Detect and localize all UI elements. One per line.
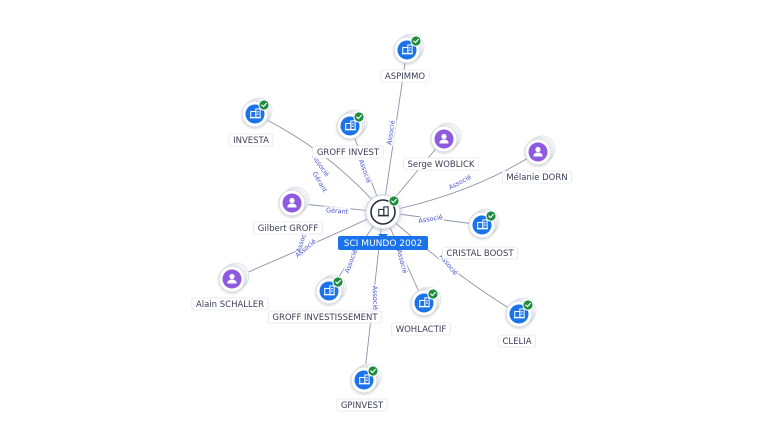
node-label-text: GROFF INVEST: [317, 148, 380, 158]
edge-label-bg: [356, 157, 374, 185]
node-groff-invest[interactable]: GROFF INVEST: [312, 109, 384, 159]
building-icon: [377, 206, 389, 217]
node-aspimmo[interactable]: ASPIMMO: [380, 33, 430, 83]
node-alain-schaller[interactable]: Alain SCHALLER: [191, 262, 269, 311]
node-label-text: Alain SCHALLER: [196, 300, 264, 310]
edge-label-groff-investissement: Associé: [343, 248, 359, 274]
edge-label-bg: [323, 206, 351, 216]
node-label-bg: [380, 69, 430, 83]
node-label-text: Serge WOBLICK: [408, 160, 475, 170]
edge-label-cristal-boost: Associé: [418, 213, 444, 225]
node-label-aspimmo[interactable]: ASPIMMO: [380, 69, 430, 83]
edge-label-gpinvest: Associé: [371, 286, 380, 311]
edge-label-bg: [417, 212, 445, 226]
verified-check-icon: [522, 299, 534, 311]
node-cristal-boost[interactable]: CRISTAL BOOST: [442, 208, 518, 260]
node-label-text: GPINVEST: [341, 401, 384, 411]
edge-label-bg: [446, 172, 474, 192]
node-label-text: Gilbert GROFF: [258, 224, 319, 234]
edge-label-bg: [370, 284, 380, 312]
verified-check-icon: [410, 35, 422, 47]
edge-label-groff-invest: Associé: [357, 158, 373, 184]
node-label-bg: [267, 310, 383, 324]
node-label-bg: [336, 398, 388, 412]
node-label-gpinvest[interactable]: GPINVEST: [336, 398, 388, 412]
node-label-bg: [442, 246, 518, 260]
node-label-bg: [403, 157, 479, 171]
node-melanie-dorn[interactable]: Mélanie DORN: [501, 135, 573, 184]
verified-check-icon: [388, 195, 400, 207]
verified-check-icon: [367, 365, 379, 377]
node-label-groff-investissement[interactable]: GROFF INVESTISSEMENT: [267, 310, 383, 324]
node-label-cristal-boost[interactable]: CRISTAL BOOST: [442, 246, 518, 260]
building-icon: [344, 120, 356, 131]
node-label-serge-woblick[interactable]: Serge WOBLICK: [403, 157, 479, 171]
edge-label-aspimmo: Associé: [385, 120, 396, 145]
node-groff-investissement[interactable]: GROFF INVESTISSEMENT: [267, 274, 383, 324]
node-clelia[interactable]: CLELIA: [498, 297, 537, 348]
node-label-text: INVESTA: [233, 136, 269, 146]
edge-label-bg: [342, 247, 360, 275]
node-label-alain-schaller[interactable]: Alain SCHALLER: [191, 297, 269, 311]
node-label-melanie-dorn[interactable]: Mélanie DORN: [501, 170, 573, 184]
node-label-groff-invest[interactable]: GROFF INVEST: [312, 145, 384, 159]
person-icon: [227, 273, 237, 284]
node-label-bg: [228, 133, 274, 147]
verified-check-icon: [258, 99, 270, 111]
node-label-bg: [191, 297, 269, 311]
person-icon: [533, 146, 543, 157]
center-label[interactable]: SCI MUNDO 2002: [338, 236, 428, 250]
center-label-bg: [338, 236, 428, 250]
person-icon: [439, 133, 449, 144]
verified-check-icon: [332, 276, 344, 288]
node-label-bg: [253, 221, 323, 235]
node-gilbert-groff[interactable]: Gilbert GROFF: [253, 186, 323, 235]
node-label-text: Mélanie DORN: [506, 172, 567, 183]
node-label-text: ASPIMMO: [385, 72, 426, 82]
center-label-text: SCI MUNDO 2002: [344, 239, 422, 249]
verified-check-icon: [427, 288, 439, 300]
building-icon: [323, 285, 335, 296]
verified-check-icon: [353, 111, 365, 123]
building-icon: [358, 374, 370, 385]
building-icon: [418, 297, 430, 308]
edge-label-bg: [293, 237, 319, 260]
building-icon: [249, 108, 261, 119]
node-label-text: GROFF INVESTISSEMENT: [272, 313, 378, 323]
node-label-text: CLELIA: [502, 337, 531, 347]
person-icon: [287, 197, 297, 208]
node-label-bg: [391, 322, 451, 336]
edge-label-melanie-dorn: Associé: [447, 173, 472, 192]
node-label-bg: [501, 170, 573, 184]
building-icon: [401, 44, 413, 55]
node-label-bg: [498, 334, 536, 348]
node-serge-woblick[interactable]: Serge WOBLICK: [403, 122, 479, 171]
node-label-investa[interactable]: INVESTA: [228, 133, 274, 147]
edge-label-bg: [385, 119, 397, 147]
center-node[interactable]: SCI MUNDO 2002: [338, 186, 428, 250]
edge-label-bg: [394, 247, 410, 276]
node-label-text: WOHLACTIF: [396, 325, 447, 335]
building-icon: [513, 308, 525, 319]
node-wohlactif[interactable]: WOHLACTIF: [391, 286, 451, 336]
node-label-clelia[interactable]: CLELIA: [498, 334, 536, 348]
edge-label-gilbert-groff: Gérant: [326, 206, 349, 216]
node-label-text: CRISTAL BOOST: [446, 249, 514, 259]
building-icon: [476, 219, 488, 230]
node-label-wohlactif[interactable]: WOHLACTIF: [391, 322, 451, 336]
verified-check-icon: [485, 210, 497, 222]
node-label-bg: [312, 145, 384, 159]
node-gpinvest[interactable]: GPINVEST: [336, 363, 388, 412]
node-investa[interactable]: INVESTA: [228, 97, 274, 147]
edge-label-wohlactif: Associé: [395, 249, 409, 275]
node-label-gilbert-groff[interactable]: Gilbert GROFF: [253, 221, 323, 235]
